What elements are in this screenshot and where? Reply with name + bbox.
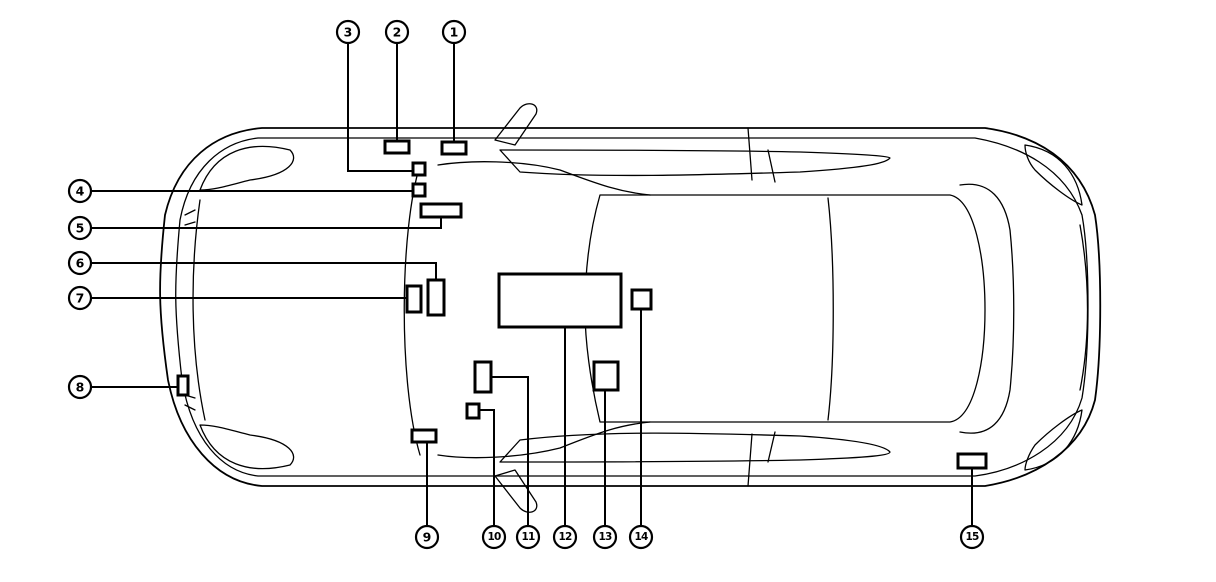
component-15 xyxy=(956,452,988,470)
callouts: 1 2 3 4 5 6 7 8 xyxy=(67,19,985,550)
leader-3 xyxy=(347,44,413,172)
component-6 xyxy=(426,278,446,317)
leader-lines xyxy=(92,44,973,525)
callout-13-label: 13 xyxy=(598,531,612,543)
windshield-base-lower xyxy=(437,421,651,459)
leader-5 xyxy=(92,217,442,229)
car-body-inner-line xyxy=(175,137,1089,477)
callout-2-label: 2 xyxy=(393,25,402,40)
callout-14: 14 xyxy=(628,524,654,550)
upper-door-line-2 xyxy=(767,149,776,183)
leader-11 xyxy=(491,376,529,525)
car-body-outline xyxy=(159,127,1102,487)
rear-light xyxy=(1079,224,1089,391)
component-14 xyxy=(630,288,653,311)
leader-10 xyxy=(479,409,495,525)
front-upper-fender xyxy=(199,145,295,191)
component-11 xyxy=(473,360,493,394)
callout-5: 5 xyxy=(67,215,93,241)
callout-3: 3 xyxy=(335,19,361,45)
callout-15-label: 15 xyxy=(965,531,979,543)
callout-4-label: 4 xyxy=(76,184,85,199)
component-4 xyxy=(411,182,427,198)
callout-2: 2 xyxy=(384,19,410,45)
callout-1-label: 1 xyxy=(450,25,459,40)
callout-5-label: 5 xyxy=(76,221,85,236)
upper-door-line xyxy=(747,127,753,181)
callout-1: 1 xyxy=(441,19,467,45)
component-10 xyxy=(465,402,481,420)
callout-12-label: 12 xyxy=(558,531,572,543)
callout-4: 4 xyxy=(67,178,93,204)
component-boxes xyxy=(176,139,988,470)
lower-mirror xyxy=(494,469,538,513)
upper-side-window xyxy=(499,149,891,177)
windshield-base xyxy=(437,161,651,196)
callout-6: 6 xyxy=(67,250,93,276)
lower-door-line xyxy=(747,433,753,487)
callout-7: 7 xyxy=(67,285,93,311)
lower-door-line-2 xyxy=(767,431,776,463)
component-2 xyxy=(383,139,411,155)
lower-side-window xyxy=(499,432,891,463)
hood-line-2 xyxy=(192,199,206,421)
component-1 xyxy=(440,140,468,156)
callout-9: 9 xyxy=(414,524,440,550)
upper-mirror xyxy=(494,103,538,146)
component-8 xyxy=(176,374,190,397)
leader-6 xyxy=(92,262,437,280)
callout-10: 10 xyxy=(481,524,507,550)
front-lower-fender xyxy=(199,424,295,470)
component-13 xyxy=(592,360,620,392)
callout-9-label: 9 xyxy=(423,530,432,545)
callout-11: 11 xyxy=(515,524,541,550)
callout-15: 15 xyxy=(959,524,985,550)
car-outline xyxy=(159,103,1102,513)
callout-3-label: 3 xyxy=(344,25,353,40)
callout-12: 12 xyxy=(552,524,578,550)
callout-8: 8 xyxy=(67,374,93,400)
callout-7-label: 7 xyxy=(76,291,85,306)
callout-6-label: 6 xyxy=(76,256,85,271)
component-7 xyxy=(405,284,423,314)
callout-10-label: 10 xyxy=(487,531,501,543)
component-3 xyxy=(411,161,427,177)
roof-divider xyxy=(827,197,834,421)
component-12 xyxy=(497,272,623,329)
callout-13: 13 xyxy=(592,524,618,550)
front-grille xyxy=(184,209,196,411)
component-5 xyxy=(419,202,463,219)
rear-lower-fender xyxy=(1024,409,1083,471)
rear-upper-fender xyxy=(1024,144,1083,206)
callout-11-label: 11 xyxy=(521,531,535,543)
rear-glass xyxy=(959,183,1015,434)
callout-14-label: 14 xyxy=(634,531,648,543)
component-9 xyxy=(410,428,438,444)
callout-8-label: 8 xyxy=(76,380,85,395)
